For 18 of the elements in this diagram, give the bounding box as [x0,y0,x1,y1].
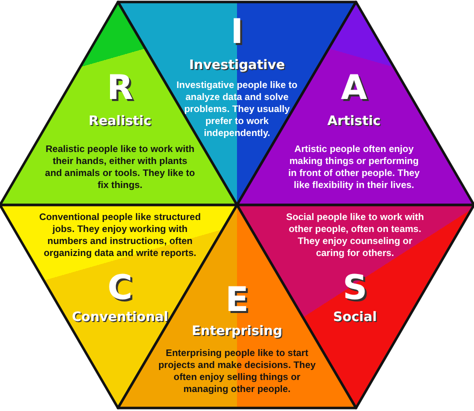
type-title: Investigative [189,58,285,74]
description-text: Investigative people like to analyze data and solve problems. They usually prefer to work independently. [176,80,298,140]
type-title: Conventional [72,310,168,326]
description-text: Social people like to work with other people, often on teams. They enjoy counseling or caring for others. [285,212,425,260]
type-title: Enterprising [192,324,282,340]
type-title: Social [333,310,377,326]
type-letter: A [340,70,368,106]
description-text: Artistic people often enjoy making things or performing in front of other people. They like flexibility in their lives. [287,144,421,192]
type-letter: R [106,70,134,106]
type-title: Realistic [88,114,152,130]
type-letter: C [108,270,132,306]
type-title: Artistic [327,114,381,130]
description-text: Realistic people like to work with their hands, either with plants and animals or tools. They like to fix things. [45,144,195,192]
type-letter: S [342,270,368,306]
description-text: Conventional people like structured jobs. They enjoy working with numbers and instructions, often organizing data and write reports. [38,212,202,260]
type-letter: E [225,282,249,318]
description-text: Enterprising people like to start projects and make decisions. They often enjoy selling things or managing other people. [157,348,317,396]
type-letter: I [230,14,244,50]
